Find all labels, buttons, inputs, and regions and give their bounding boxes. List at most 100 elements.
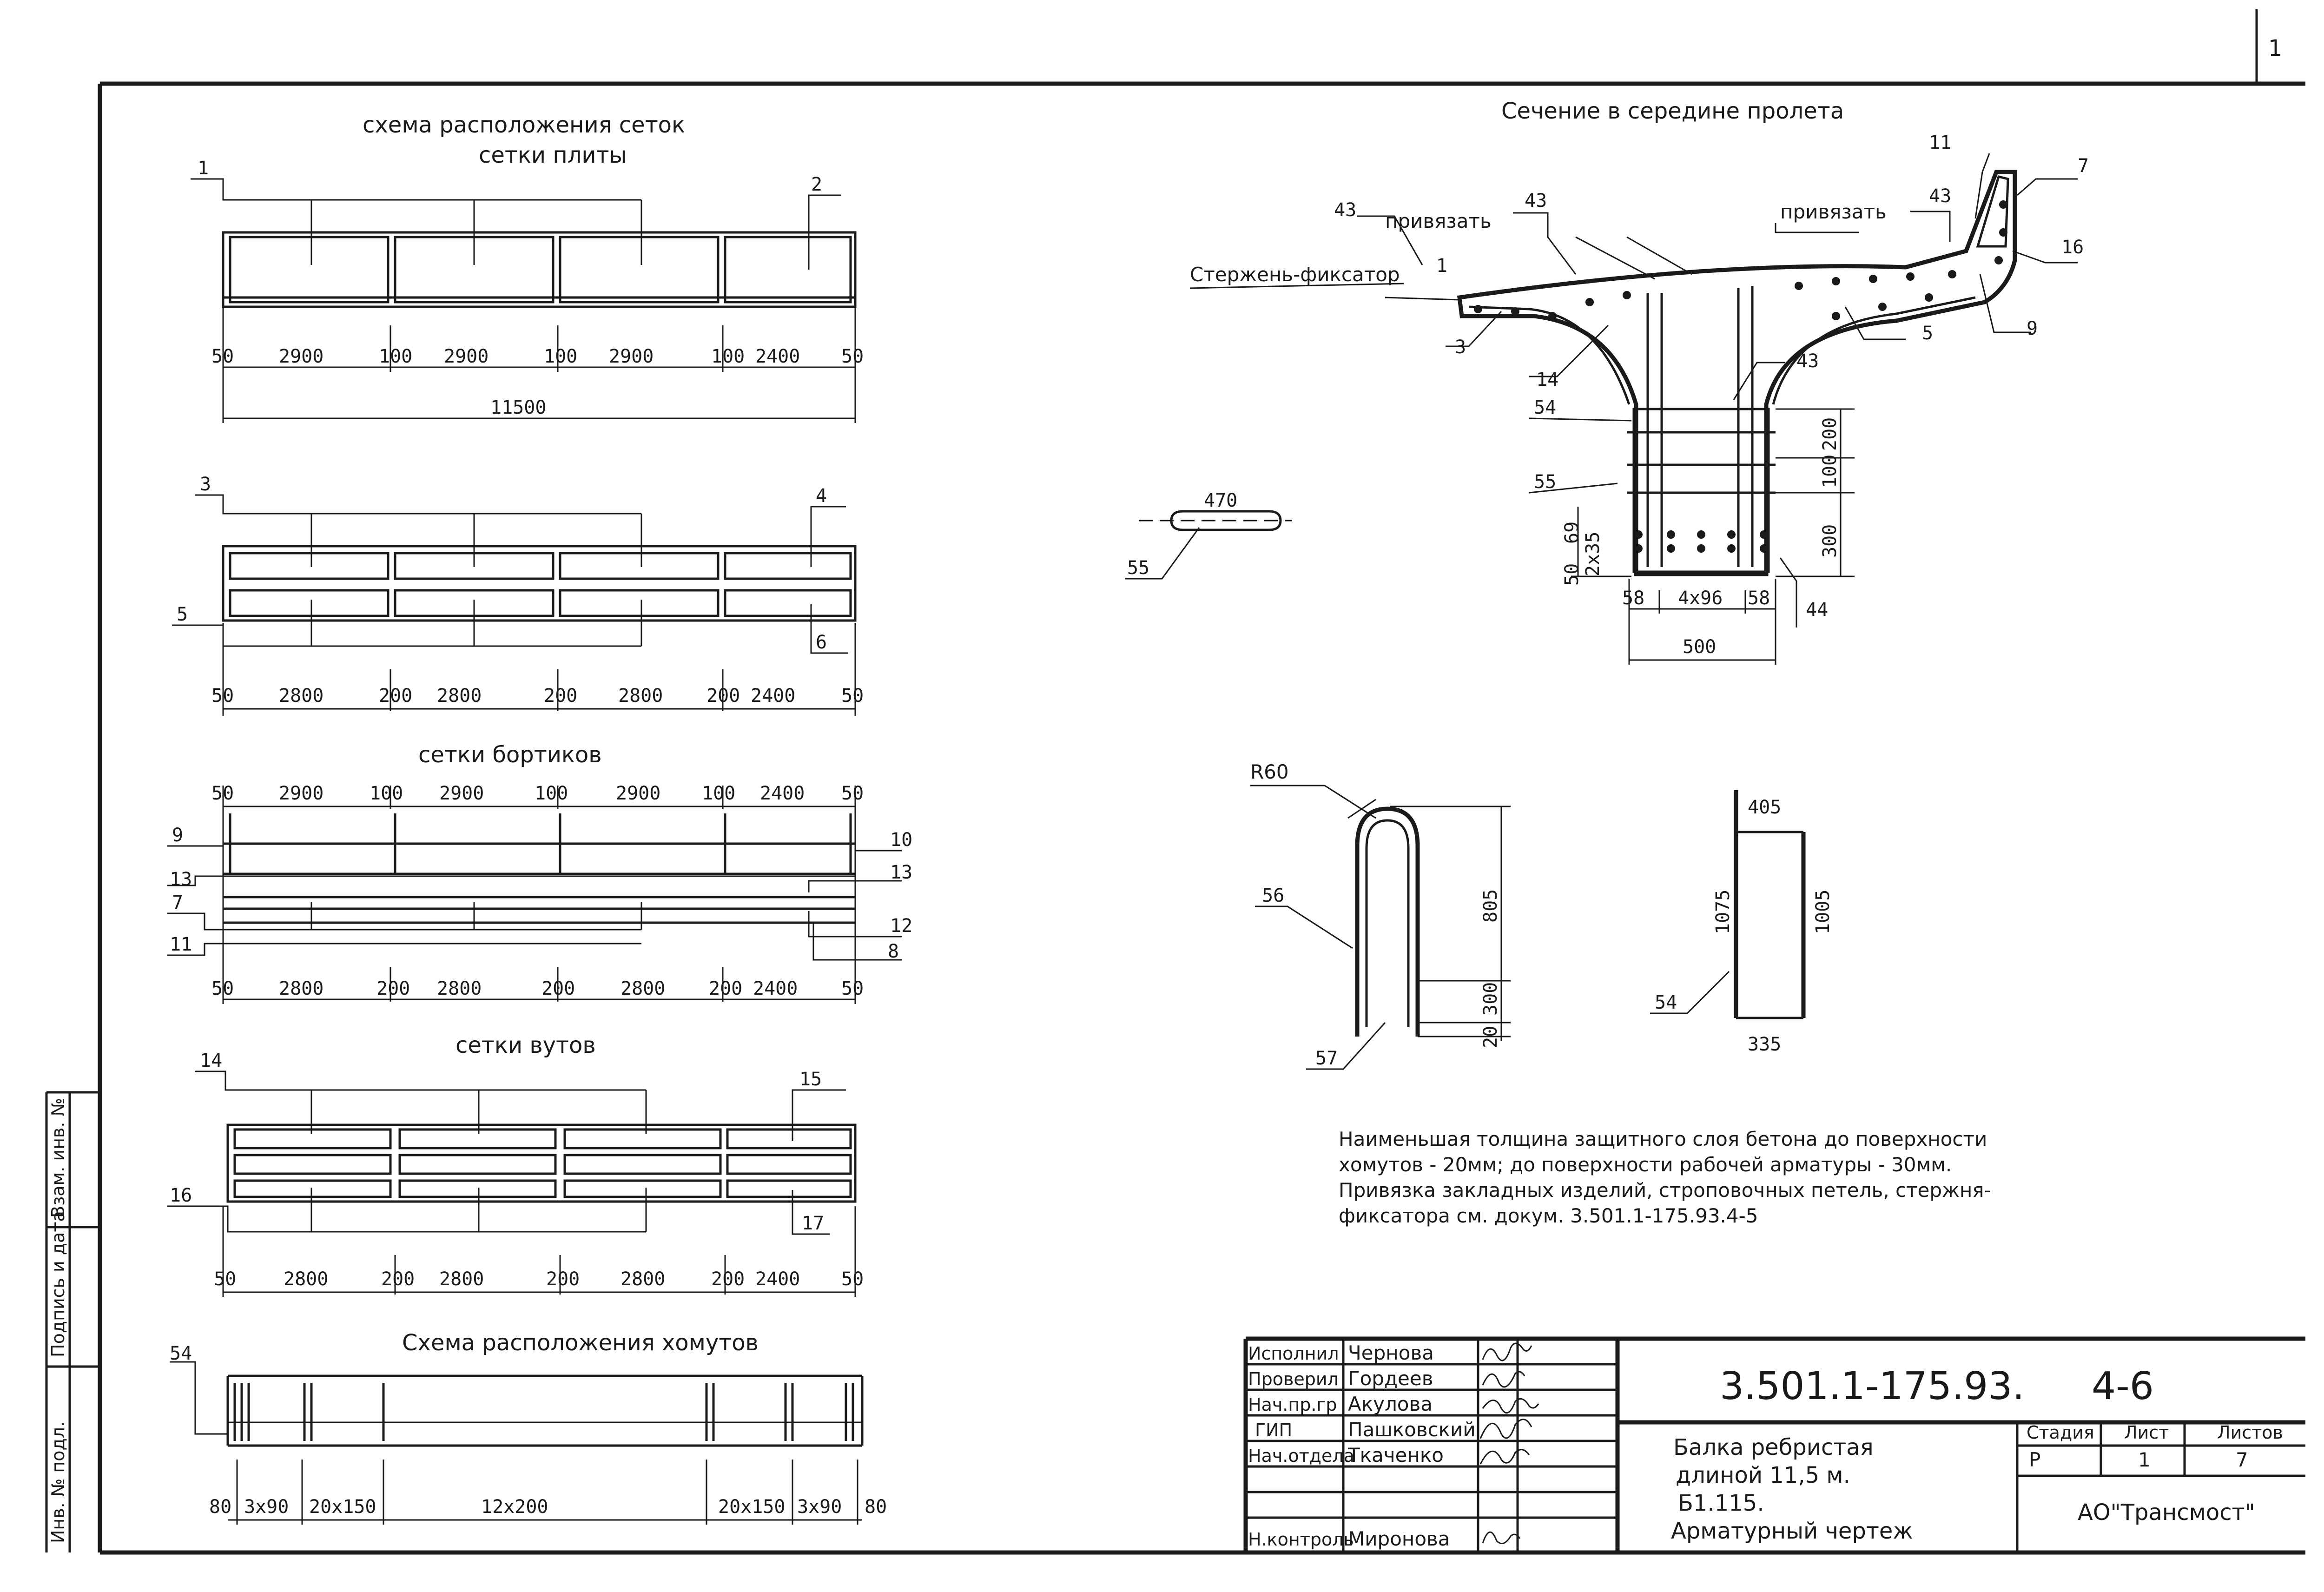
slab-top-dim-3: 2900: [444, 346, 489, 367]
section-dim-2x35: 2x35: [1582, 532, 1604, 576]
role-checker: Проверил: [1248, 1369, 1339, 1389]
curb-top-dim-2: 100: [370, 783, 403, 804]
section-mark-16: 16: [2061, 237, 2084, 258]
curb-meshes: 50 2900 100 2900 100 2900 100 2400 50 9: [167, 783, 912, 1004]
sheet-number: 1: [2268, 35, 2283, 61]
bar54-right: 1005: [1812, 890, 1834, 934]
section-mark-43-d: 43: [1796, 350, 1819, 372]
slab-top-total: 11500: [490, 397, 546, 418]
slab-top-dim-7: 2400: [755, 346, 800, 367]
slab-bottom-dim-3: 2800: [437, 685, 482, 707]
slab-meshes-title: сетки плиты: [479, 142, 627, 168]
curb-top-dim-5: 2900: [616, 783, 660, 804]
section-mark-43-b: 43: [1525, 190, 1547, 211]
signature-checker: [1482, 1371, 1525, 1388]
side-inv-label: Инв. № подл.: [48, 1421, 68, 1543]
signature-norm-control: [1482, 1531, 1521, 1545]
section-dim-58-right: 58: [1748, 588, 1770, 609]
curb-top-dim-1: 2900: [279, 783, 324, 804]
section-mark-1: 1: [1436, 255, 1447, 277]
curb-mark-9: 9: [172, 825, 183, 846]
signature-executor: [1482, 1342, 1532, 1361]
stirrup-dim-6: 80: [865, 1496, 887, 1518]
curb-mark-10: 10: [890, 829, 912, 851]
slab-bottom-dim-4: 200: [544, 685, 577, 707]
haunch-mark-17: 17: [802, 1213, 824, 1234]
slab-top-dim-6: 100: [711, 346, 745, 367]
note-line-4: фиксатора см. докум. 3.501.1-175.93.4-5: [1339, 1204, 1758, 1227]
section-mark-43-a: 43: [1334, 199, 1356, 221]
section-dim-50: 50: [1561, 563, 1583, 586]
section-dim-4x96: 4x96: [1678, 588, 1723, 609]
slab-bottom-meshes: 3 4 5 6 50 2800 200 2800 200 2800 200 24…: [172, 474, 864, 716]
curb-top-dim-4: 100: [535, 783, 568, 804]
curb-mark-7: 7: [172, 892, 183, 913]
slab-bottom-dim-0: 50: [211, 685, 234, 707]
curb-bottom-dim-6: 200: [709, 978, 742, 999]
bar56-height: 805: [1480, 889, 1501, 923]
slab-bottom-dim-7: 2400: [751, 685, 795, 707]
slab-top-dim-4: 100: [544, 346, 577, 367]
haunch-dim-5: 2800: [621, 1268, 665, 1290]
section-dim-500: 500: [1683, 636, 1716, 658]
curb-top-dim-0: 50: [211, 783, 234, 804]
slab-top-dim-5: 2900: [609, 346, 654, 367]
sheet-frame: 1: [98, 9, 2305, 1555]
section-title: Сечение в середине пролета: [1501, 98, 1844, 124]
name-executor: Чернова: [1348, 1341, 1434, 1364]
mark-1: 1: [198, 158, 209, 179]
stirrup-dim-2: 20x150: [309, 1496, 376, 1518]
haunch-dim-0: 50: [214, 1268, 236, 1290]
section-mark-5: 5: [1922, 323, 1933, 344]
note-line-1: Наименьшая толщина защитного слоя бетона…: [1339, 1128, 1987, 1150]
mark-4: 4: [816, 485, 827, 507]
curb-bottom-dim-2: 200: [376, 978, 410, 999]
signature-group-head: [1482, 1398, 1539, 1414]
name-checker: Гордеев: [1348, 1367, 1433, 1390]
curb-top-dim-6: 100: [702, 783, 735, 804]
role-dept-head: Нач.отдела: [1248, 1446, 1354, 1466]
bar54-bottom: 335: [1748, 1034, 1781, 1055]
slab-bottom-dim-2: 200: [379, 685, 412, 707]
title-line-1: Балка ребристая: [1673, 1434, 1874, 1460]
side-replace-label: Взам. инв. №: [48, 1098, 68, 1218]
haunch-mark-14: 14: [200, 1050, 222, 1071]
stirrup-layout-title: Схема расположения хомутов: [402, 1330, 759, 1356]
notes-block: Наименьшая толщина защитного слоя бетона…: [1339, 1128, 1991, 1227]
tie-label-left: привязать: [1385, 210, 1492, 232]
side-stamp: Инв. № подл. Подпись и дата Взам. инв. №: [45, 1091, 100, 1552]
tie-label-right: привязать: [1780, 200, 1887, 223]
stirrup-layout: 54 80 3x90 20x150 12x200 20x150 3x90 80: [170, 1343, 887, 1525]
name-chief-engineer: Пашковский: [1348, 1418, 1476, 1441]
haunch-mark-16: 16: [170, 1185, 192, 1206]
mark-6: 6: [816, 632, 827, 653]
curb-bottom-dim-5: 2800: [621, 978, 665, 999]
bar54-mark: 54: [1655, 992, 1677, 1013]
stirrup-dim-3: 12x200: [481, 1496, 548, 1518]
bar56-h3: 20: [1480, 1026, 1501, 1048]
stirrup-dim-1: 3x90: [244, 1496, 289, 1518]
bar54-left: 1075: [1712, 890, 1734, 934]
note-line-2: хомутов - 20мм; до поверхности рабочей а…: [1339, 1153, 1952, 1176]
section-dim-200: 200: [1819, 417, 1841, 451]
bar56-mark: 56: [1262, 885, 1284, 906]
bar55-length: 470: [1204, 490, 1237, 511]
document-code: 3.501.1-175.93.: [1720, 1364, 2025, 1408]
bar-54-detail: 405 335 1075 1005 54: [1650, 790, 1834, 1055]
title-line-2: длиной 11,5 м.: [1676, 1462, 1850, 1488]
section-mark-43-c: 43: [1929, 185, 1951, 207]
signature-chief-engineer: [1479, 1419, 1532, 1439]
organization-name: АО"Трансмост": [2078, 1500, 2255, 1526]
haunch-meshes-title: сетки вутов: [456, 1032, 596, 1058]
curb-mark-11: 11: [170, 934, 192, 955]
bar56-radius: R60: [1250, 760, 1289, 783]
bar54-top: 405: [1748, 797, 1781, 818]
section-mark-14: 14: [1536, 369, 1558, 390]
curb-top-dim-7: 2400: [760, 783, 805, 804]
haunch-dim-8: 50: [841, 1268, 864, 1290]
stage-value: Р: [2029, 1448, 2040, 1471]
name-norm-control: Миронова: [1348, 1527, 1450, 1550]
section-dim-100: 100: [1819, 455, 1841, 488]
curb-bottom-dim-1: 2800: [279, 978, 324, 999]
